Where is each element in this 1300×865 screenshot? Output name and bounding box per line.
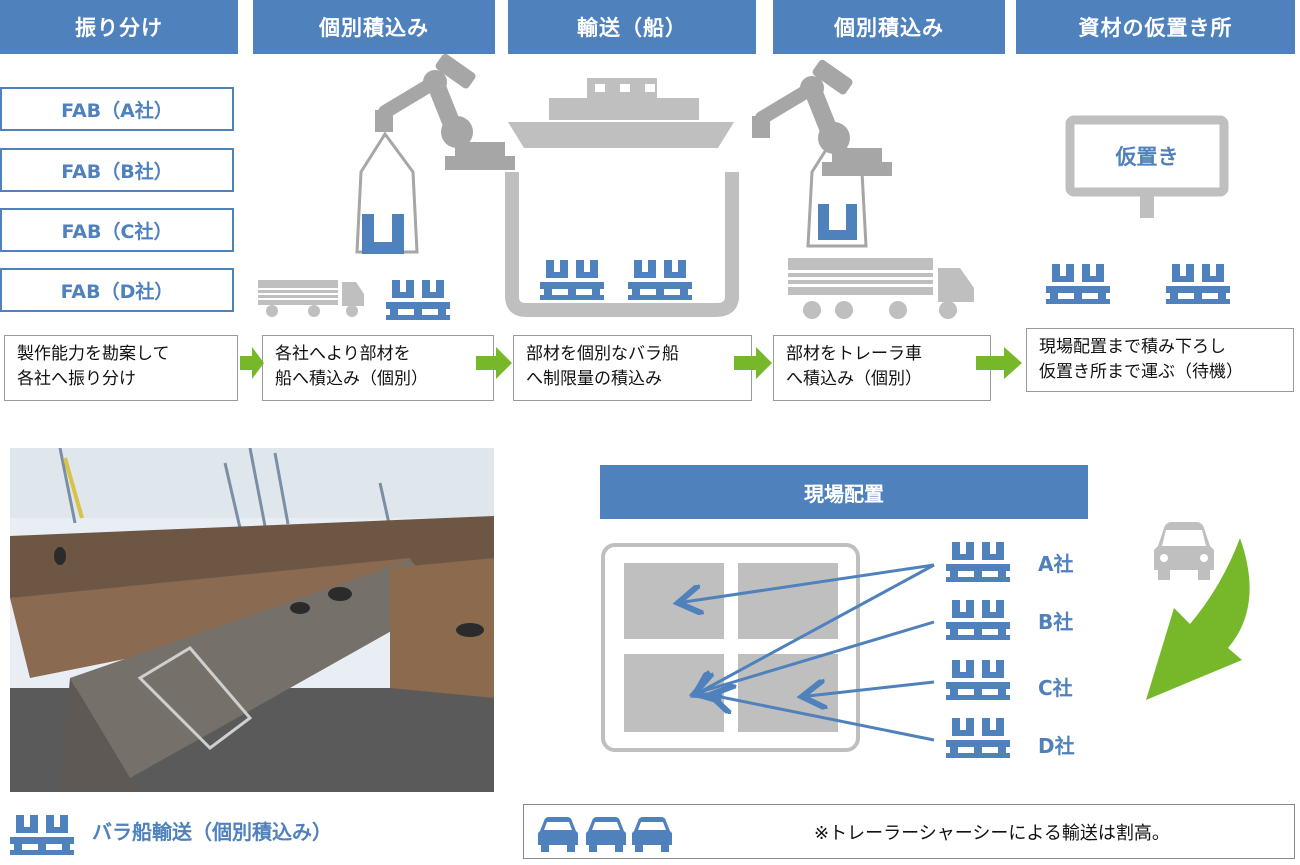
step-3-line1: 部材を個別なバラ船	[526, 344, 679, 364]
pallet-icon	[946, 718, 1010, 758]
step-2-desc: 各社へより部材を 船へ積込み（個別）	[262, 335, 494, 401]
fab-d: FAB（D社）	[0, 268, 234, 312]
arrow-icon	[476, 347, 512, 379]
robot-arm-icon	[355, 52, 515, 254]
company-b-label: B社	[1038, 610, 1074, 634]
pallet-icon	[386, 280, 450, 320]
process-illustration	[258, 0, 1230, 320]
legend-label: バラ船輸送（個別積込み）	[92, 820, 332, 844]
pallet-icon	[946, 660, 1010, 700]
step-5-desc: 現場配置まで積み下ろし 仮置き所まで運ぶ（待機）	[1026, 328, 1294, 392]
step-1-line1: 製作能力を勘案して	[17, 344, 170, 364]
company-a-label: A社	[1038, 552, 1074, 576]
member-icon	[362, 214, 404, 254]
header-kobetsu-2: 個別積込み	[773, 0, 1005, 54]
site-layout-diagram	[601, 543, 935, 752]
step-5-line2: 仮置き所まで運ぶ（待機）	[1039, 362, 1243, 382]
pallet-icon	[1046, 264, 1110, 304]
pallet-icon	[540, 260, 604, 300]
step-5-line1: 現場配置まで積み下ろし	[1039, 337, 1226, 357]
company-c-label: C社	[1038, 676, 1073, 700]
truck-icon	[258, 280, 364, 317]
step-3-desc: 部材を個別なバラ船 へ制限量の積込み	[513, 335, 752, 401]
pallet-icon	[946, 542, 1010, 582]
step-2-line1: 各社へより部材を	[275, 344, 411, 364]
pallet-legend-icon	[10, 815, 74, 855]
header-yuso: 輸送（船）	[508, 0, 756, 54]
pallet-icon	[628, 260, 692, 300]
fab-b: FAB（B社）	[0, 148, 234, 192]
car-icon	[538, 817, 672, 852]
curved-arrow-icon	[1146, 538, 1250, 700]
step-4-desc: 部材をトレーラ車 へ積込み（個別）	[773, 335, 991, 401]
step-4-line2: へ積込み（個別）	[786, 369, 922, 389]
pallet-icon	[1166, 264, 1230, 304]
arrow-icon	[734, 347, 772, 379]
header-kobetsu-1: 個別積込み	[253, 0, 495, 54]
step-1-desc: 製作能力を勘案して 各社へ振り分け	[4, 335, 238, 401]
step-2-line2: 船へ積込み（個別）	[275, 369, 428, 389]
steel-members-photo	[10, 448, 494, 792]
ship-icon	[505, 78, 739, 317]
car-icon	[1154, 522, 1214, 580]
step-4-line1: 部材をトレーラ車	[786, 344, 922, 364]
note-box: ※トレーラーシャーシーによる輸送は割高。	[523, 804, 1295, 859]
header-karioki: 資材の仮置き所	[1016, 0, 1295, 54]
header-furiwake: 振り分け	[0, 0, 238, 54]
member-icon	[818, 204, 857, 240]
sign-icon	[1065, 115, 1229, 218]
arrow-icon	[240, 347, 264, 379]
site-layout-title: 現場配置	[600, 465, 1088, 519]
step-3-line2: へ制限量の積込み	[526, 369, 662, 389]
arrow-icon	[976, 347, 1022, 379]
sign-label: 仮置き	[1115, 145, 1179, 169]
fab-c: FAB（C社）	[0, 208, 234, 252]
pallet-icon	[946, 600, 1010, 640]
note-text: ※トレーラーシャーシーによる輸送は割高。	[814, 823, 1170, 844]
fab-a: FAB（A社）	[0, 87, 234, 131]
step-1-line2: 各社へ振り分け	[17, 369, 136, 389]
company-d-label: D社	[1038, 734, 1075, 758]
truck-icon	[788, 258, 974, 319]
